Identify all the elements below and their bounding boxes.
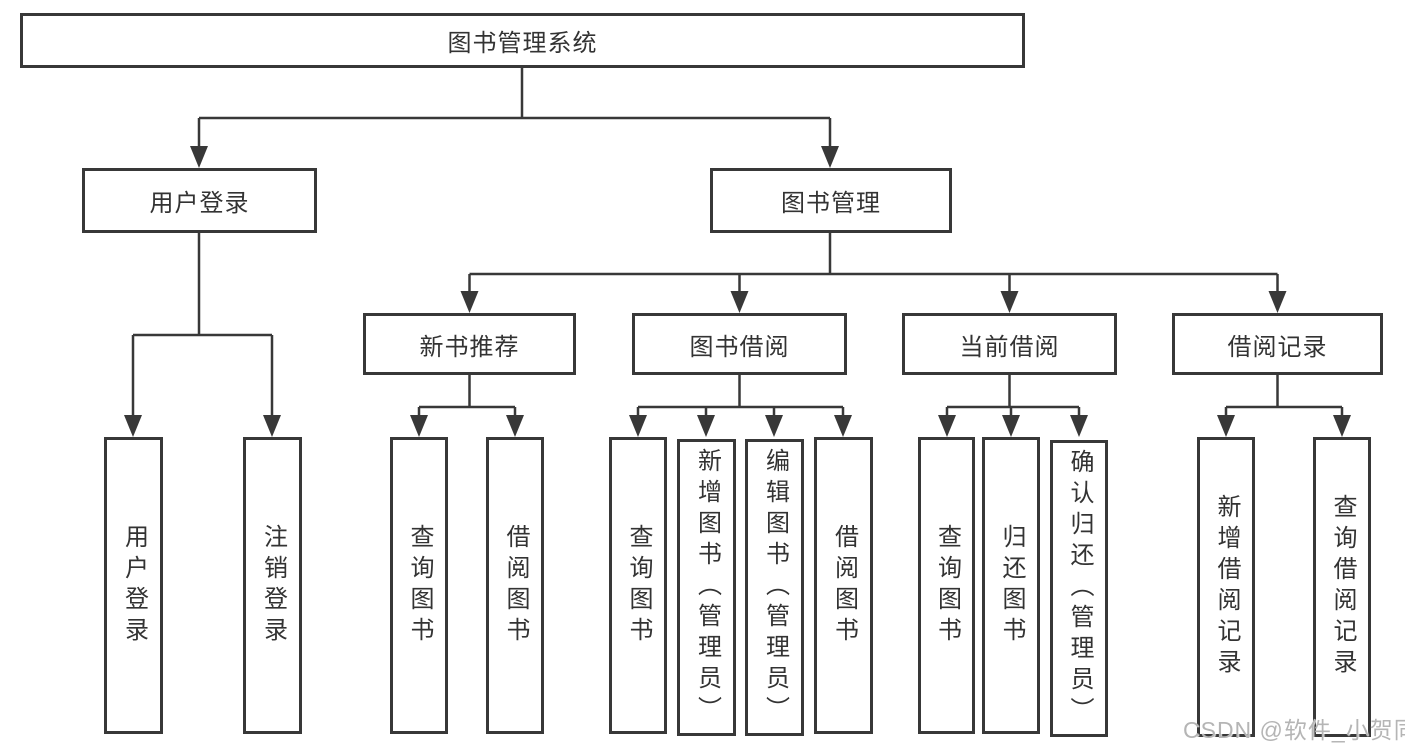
leaf-add-borrow-record: 新增借阅记录	[1197, 437, 1255, 737]
connector-path	[131, 68, 1344, 419]
leaf-label: 新增图书（管理员）	[693, 448, 721, 727]
leaf-borrow-books-2: 借阅图书	[814, 437, 873, 734]
leaf-query-books-3: 查询图书	[918, 437, 975, 734]
leaf-label: 借阅图书	[830, 523, 858, 648]
node-book-borrow: 图书借阅	[632, 313, 847, 375]
leaf-return-books: 归还图书	[982, 437, 1040, 734]
node-new-book-recommend: 新书推荐	[363, 313, 576, 375]
node-borrow-records: 借阅记录	[1172, 313, 1383, 375]
node-current-borrow: 当前借阅	[902, 313, 1117, 375]
leaf-add-book-admin: 新增图书（管理员）	[677, 439, 736, 736]
leaf-label: 新增借阅记录	[1213, 494, 1240, 680]
leaf-label: 确认归还（管理员）	[1066, 449, 1093, 728]
arrowheads	[124, 146, 1351, 437]
leaf-borrow-books-1: 借阅图书	[486, 437, 544, 734]
leaf-query-borrow-record: 查询借阅记录	[1313, 437, 1371, 737]
leaf-label: 查询图书	[625, 523, 652, 648]
node-user-login: 用户登录	[82, 168, 317, 233]
leaf-confirm-return-admin: 确认归还（管理员）	[1050, 440, 1108, 737]
leaf-label: 归还图书	[998, 523, 1025, 648]
leaf-label: 注销登录	[259, 523, 287, 648]
leaf-label: 查询图书	[406, 523, 433, 648]
leaf-label: 用户登录	[120, 523, 148, 648]
leaf-label: 查询图书	[933, 523, 961, 648]
leaf-query-books-2: 查询图书	[609, 437, 667, 734]
node-root: 图书管理系统	[20, 13, 1025, 68]
leaf-label: 查询借阅记录	[1329, 494, 1356, 680]
leaf-user-login: 用户登录	[104, 437, 163, 734]
leaf-label: 编辑图书（管理员）	[761, 448, 789, 727]
leaf-edit-book-admin: 编辑图书（管理员）	[745, 439, 804, 736]
csdn-watermark: CSDN @软件_小贺同学	[1183, 717, 1405, 743]
leaf-label: 借阅图书	[502, 523, 529, 648]
node-book-management: 图书管理	[710, 168, 952, 233]
leaf-query-books-1: 查询图书	[390, 437, 448, 734]
leaf-logout: 注销登录	[243, 437, 302, 734]
